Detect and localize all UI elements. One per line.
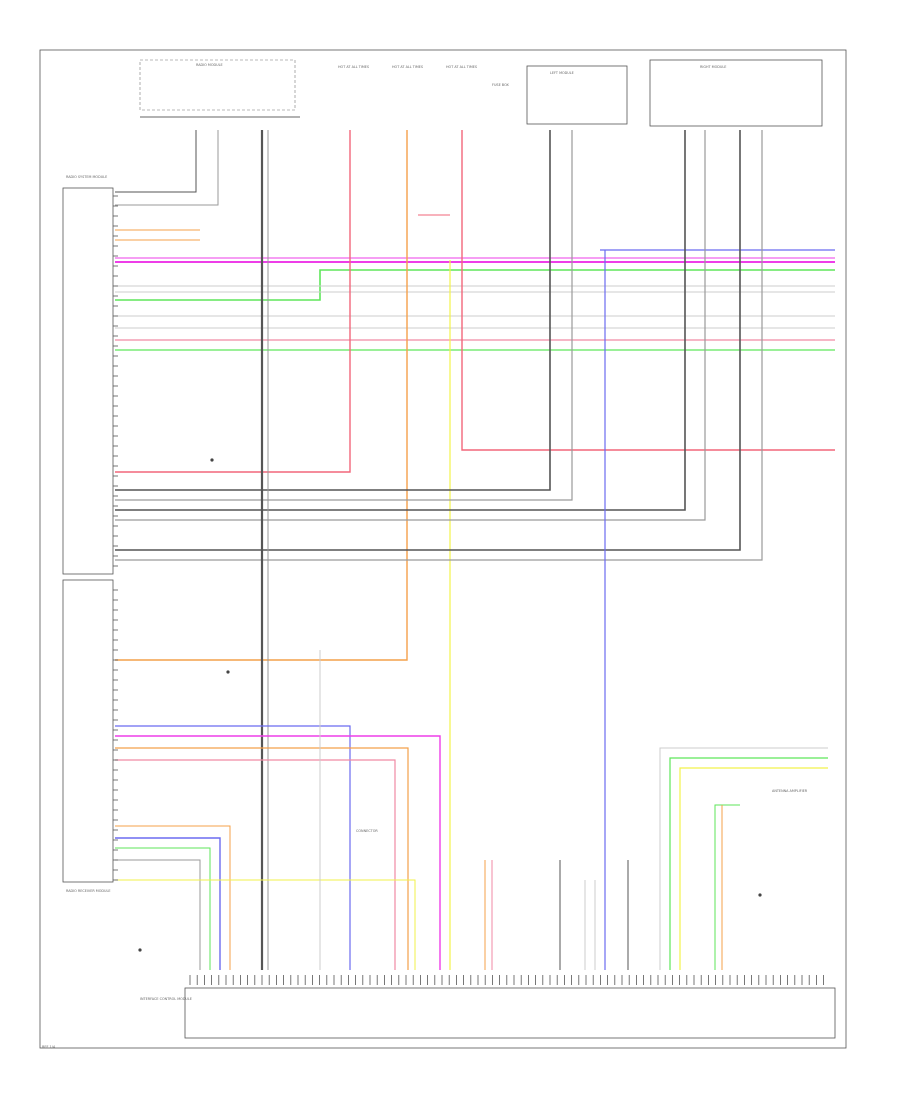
wire-29 — [115, 735, 441, 970]
upper-module-label: RADIO MODULE — [196, 63, 223, 67]
center-component-label: CONNECTOR — [356, 829, 378, 833]
wire-14 — [115, 130, 408, 661]
ground-symbol — [210, 458, 214, 462]
wire-3 — [115, 269, 835, 301]
left-lower-module — [62, 579, 114, 883]
wire-13 — [461, 130, 835, 451]
wire-group — [115, 130, 835, 970]
pin-group — [113, 195, 824, 985]
left-upper-module-label: RADIO SYSTEM MODULE — [66, 175, 107, 179]
wire-40 — [679, 767, 828, 970]
wire-26 — [115, 130, 219, 206]
left-lower-module-label: RADIO RECEIVER MODULE — [66, 889, 111, 893]
fuse-label-3: HOT AT ALL TIMES — [446, 65, 477, 69]
wire-12 — [115, 130, 351, 473]
left-module-box — [526, 65, 628, 125]
wire-32 — [115, 825, 231, 970]
wire-30 — [115, 747, 409, 970]
bottom-module — [184, 987, 836, 1039]
left-upper-module — [62, 187, 114, 575]
right-module-label: RIGHT MODULE — [700, 65, 726, 69]
wire-19 — [115, 130, 686, 511]
wire-25 — [115, 130, 197, 193]
ground-symbol — [758, 893, 762, 897]
wire-17 — [115, 130, 551, 491]
wire-34 — [115, 847, 211, 970]
wire-18 — [115, 130, 573, 501]
right-module-box — [649, 59, 823, 127]
fuse-label-2: HOT AT ALL TIMES — [392, 65, 423, 69]
wire-22 — [115, 130, 763, 561]
fuse-label-1: HOT AT ALL TIMES — [338, 65, 369, 69]
wire-31 — [115, 759, 396, 970]
wire-33 — [115, 837, 221, 970]
wire-35 — [115, 859, 201, 970]
wire-21 — [115, 130, 741, 551]
relay-label: ANTENNA AMPLIFIER — [772, 789, 808, 793]
bottom-module-label: INTERFACE CONTROL MODULE — [140, 997, 192, 1001]
ground-symbol — [138, 948, 142, 952]
upper-module-box — [139, 59, 296, 111]
left-module-label: LEFT MODULE — [550, 71, 574, 75]
wire-20 — [115, 130, 706, 521]
wire-38 — [659, 747, 828, 970]
ground-symbol — [226, 670, 230, 674]
wire-39 — [669, 757, 828, 970]
fuse-box-label: FUSE BOX — [492, 83, 510, 87]
diagram-border — [39, 49, 847, 1049]
page-ref-label: REF 1/4 — [42, 1045, 55, 1049]
wire-41 — [714, 804, 740, 970]
wire-36 — [115, 879, 416, 970]
wire-28 — [115, 725, 351, 970]
